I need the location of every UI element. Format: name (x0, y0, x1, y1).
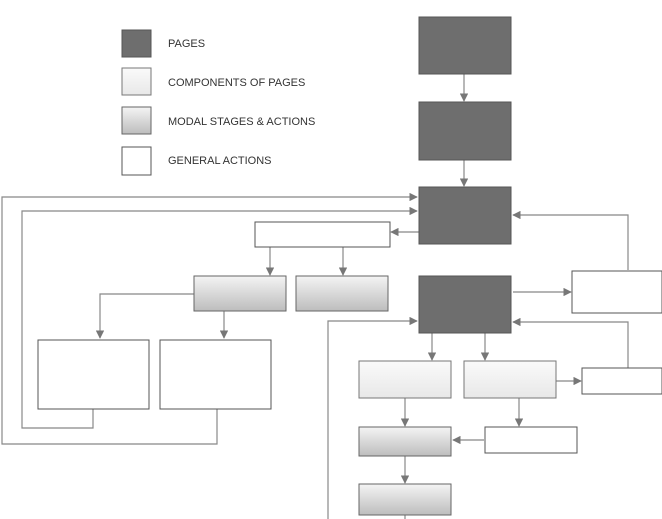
modal-node (358, 483, 452, 516)
connector-bottom-page4 (327, 316, 418, 519)
general-action-node (581, 367, 662, 395)
legend-label-components: COMPONENTS OF PAGES (168, 77, 305, 89)
page-node (418, 16, 512, 75)
connectors (1, 74, 629, 519)
connector-right-general-page3 (512, 210, 629, 270)
connector-loop-outer (1, 192, 418, 445)
component-node (358, 360, 452, 399)
general-action-node (159, 339, 272, 410)
legend-swatch-pages (121, 29, 152, 58)
connector-small-general-page4 (512, 317, 629, 368)
legend-label-general: GENERAL ACTIONS (168, 155, 272, 167)
general-action-nodes (37, 221, 662, 454)
general-action-node (484, 426, 578, 454)
connector-loop-inner (21, 206, 418, 429)
legend-label-modal: MODAL STAGES & ACTIONS (168, 116, 315, 128)
general-action-node (571, 270, 662, 314)
legend-swatch-components (121, 67, 152, 96)
general-action-node (254, 221, 391, 248)
modal-node (295, 275, 389, 312)
component-nodes (358, 360, 557, 399)
page-node (418, 101, 512, 161)
general-action-node (37, 339, 150, 410)
page-node (418, 186, 512, 245)
modal-node (358, 426, 452, 457)
page-node (418, 275, 512, 334)
legend-swatch-general (121, 146, 152, 176)
page-nodes (418, 16, 512, 334)
connector-modal-left-box (95, 293, 194, 339)
component-node (463, 360, 557, 399)
modal-nodes (193, 275, 452, 516)
modal-node (193, 275, 287, 312)
legend-label-pages: PAGES (168, 38, 205, 50)
legend: PAGES COMPONENTS OF PAGES MODAL STAGES &… (121, 29, 315, 176)
legend-swatch-modal (121, 106, 152, 135)
